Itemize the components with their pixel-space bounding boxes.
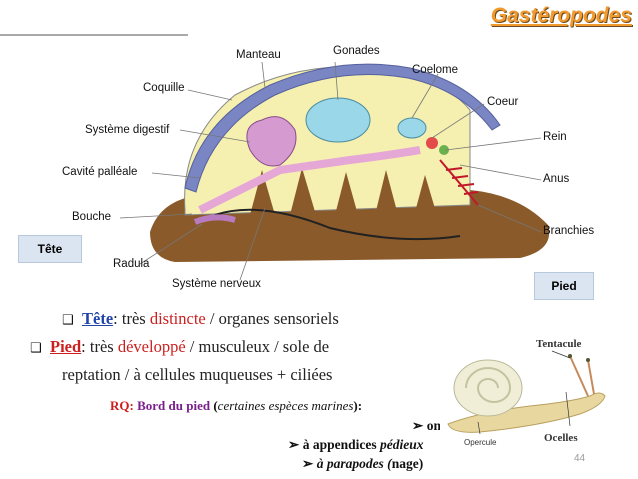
checkbox-bullet-icon: ❑ — [62, 313, 74, 328]
label-rein: Rein — [543, 131, 567, 143]
slide-title: Gastéropodes — [490, 4, 632, 27]
page-number: 44 — [574, 453, 586, 464]
rq-close: ): — [353, 398, 363, 413]
label-gonades: Gonades — [333, 45, 380, 57]
leader-lines — [119, 61, 542, 281]
label-coelome: Coelome — [412, 64, 459, 76]
label-bouche: Bouche — [72, 211, 112, 223]
label-radula: Radula — [113, 258, 150, 270]
rq-line: RQ: Bord du pied (certaines espèces mari… — [110, 398, 362, 414]
tete-distincte: distincte — [149, 309, 206, 328]
label-systeme-nerveux: Système nerveux — [172, 278, 261, 290]
digestive-system — [246, 116, 297, 167]
photo-label-ocelles: Ocelles — [544, 432, 578, 444]
rq-label: RQ: — [110, 398, 134, 413]
rq-bord: Bord du pied — [133, 398, 214, 413]
pied-developpe: développé — [117, 337, 186, 356]
sub-item-appendices: ➢ à appendices pédieux — [288, 437, 423, 453]
gastropod-anatomy-diagram — [119, 61, 550, 281]
label-cavite-palleale: Cavité palléale — [62, 166, 138, 178]
label-anus: Anus — [543, 173, 570, 185]
arrow-bullet-icon: ➢ — [412, 418, 427, 433]
photo-label-tentacule: Tentacule — [536, 338, 582, 350]
bullet-tete: Tête: très distincte / organes sensoriel… — [82, 309, 339, 329]
rq-certaines: certaines espèces marines — [217, 398, 354, 413]
label-branchies: Branchies — [543, 225, 595, 237]
tag-tete-label: Tête — [37, 242, 63, 256]
arrow-bullet-icon: ➢ — [288, 437, 303, 452]
label-coeur: Coeur — [487, 96, 519, 108]
bullet-pied-line2: reptation / à cellules muqueuses + cilié… — [62, 365, 333, 384]
heart-shape — [426, 137, 438, 149]
gills-shape — [439, 159, 479, 206]
label-manteau: Manteau — [236, 49, 281, 61]
kidney-shape — [439, 145, 449, 155]
rq-open: ( — [213, 398, 218, 413]
sub-pedieux: pédieux — [379, 437, 424, 452]
tag-tete: Tête — [18, 235, 82, 263]
foot-lobes — [250, 168, 436, 215]
radula — [193, 214, 236, 225]
arrow-bullet-icon: ➢ — [302, 456, 317, 471]
photo-label-opercule: Opercule — [464, 438, 497, 447]
tag-pied: Pied — [534, 272, 594, 300]
shell-shape — [184, 63, 501, 193]
bullet-pied: Pied: très développé / musculeux / sole … — [50, 337, 329, 357]
sub-item-parapodes: ➢ à parapodes (nage) — [302, 456, 423, 472]
sub-parapodes-pre: à parapodes ( — [316, 456, 392, 471]
checkbox-bullet-icon: ❑ — [30, 341, 42, 356]
snail-photo: Tentacule Ocelles Opercule — [440, 326, 630, 452]
gonads-shape — [305, 97, 371, 143]
coelome-shape — [397, 117, 427, 139]
label-systeme-digestif: Système digestif — [85, 124, 170, 136]
sub-appendices-pre: à appendices — [302, 437, 380, 452]
tete-colon: : très — [113, 309, 150, 328]
pied-colon: : très — [81, 337, 118, 356]
sub-parapodes-post: ) — [418, 456, 424, 471]
snail-illustration — [447, 350, 606, 435]
digestive-tract — [198, 146, 421, 214]
sub-nage: nage — [391, 456, 419, 471]
label-coquille: Coquille — [143, 82, 185, 94]
tag-pied-label: Pied — [551, 279, 577, 293]
term-pied: Pied — [50, 337, 82, 356]
nervous-system — [214, 208, 461, 241]
slide-title-bar: Gastéropodes — [0, 0, 632, 36]
tete-rest: / organes sensoriels — [205, 309, 339, 328]
term-tete: Tête — [82, 309, 114, 328]
pied-rest: / musculeux / sole de — [185, 337, 330, 356]
